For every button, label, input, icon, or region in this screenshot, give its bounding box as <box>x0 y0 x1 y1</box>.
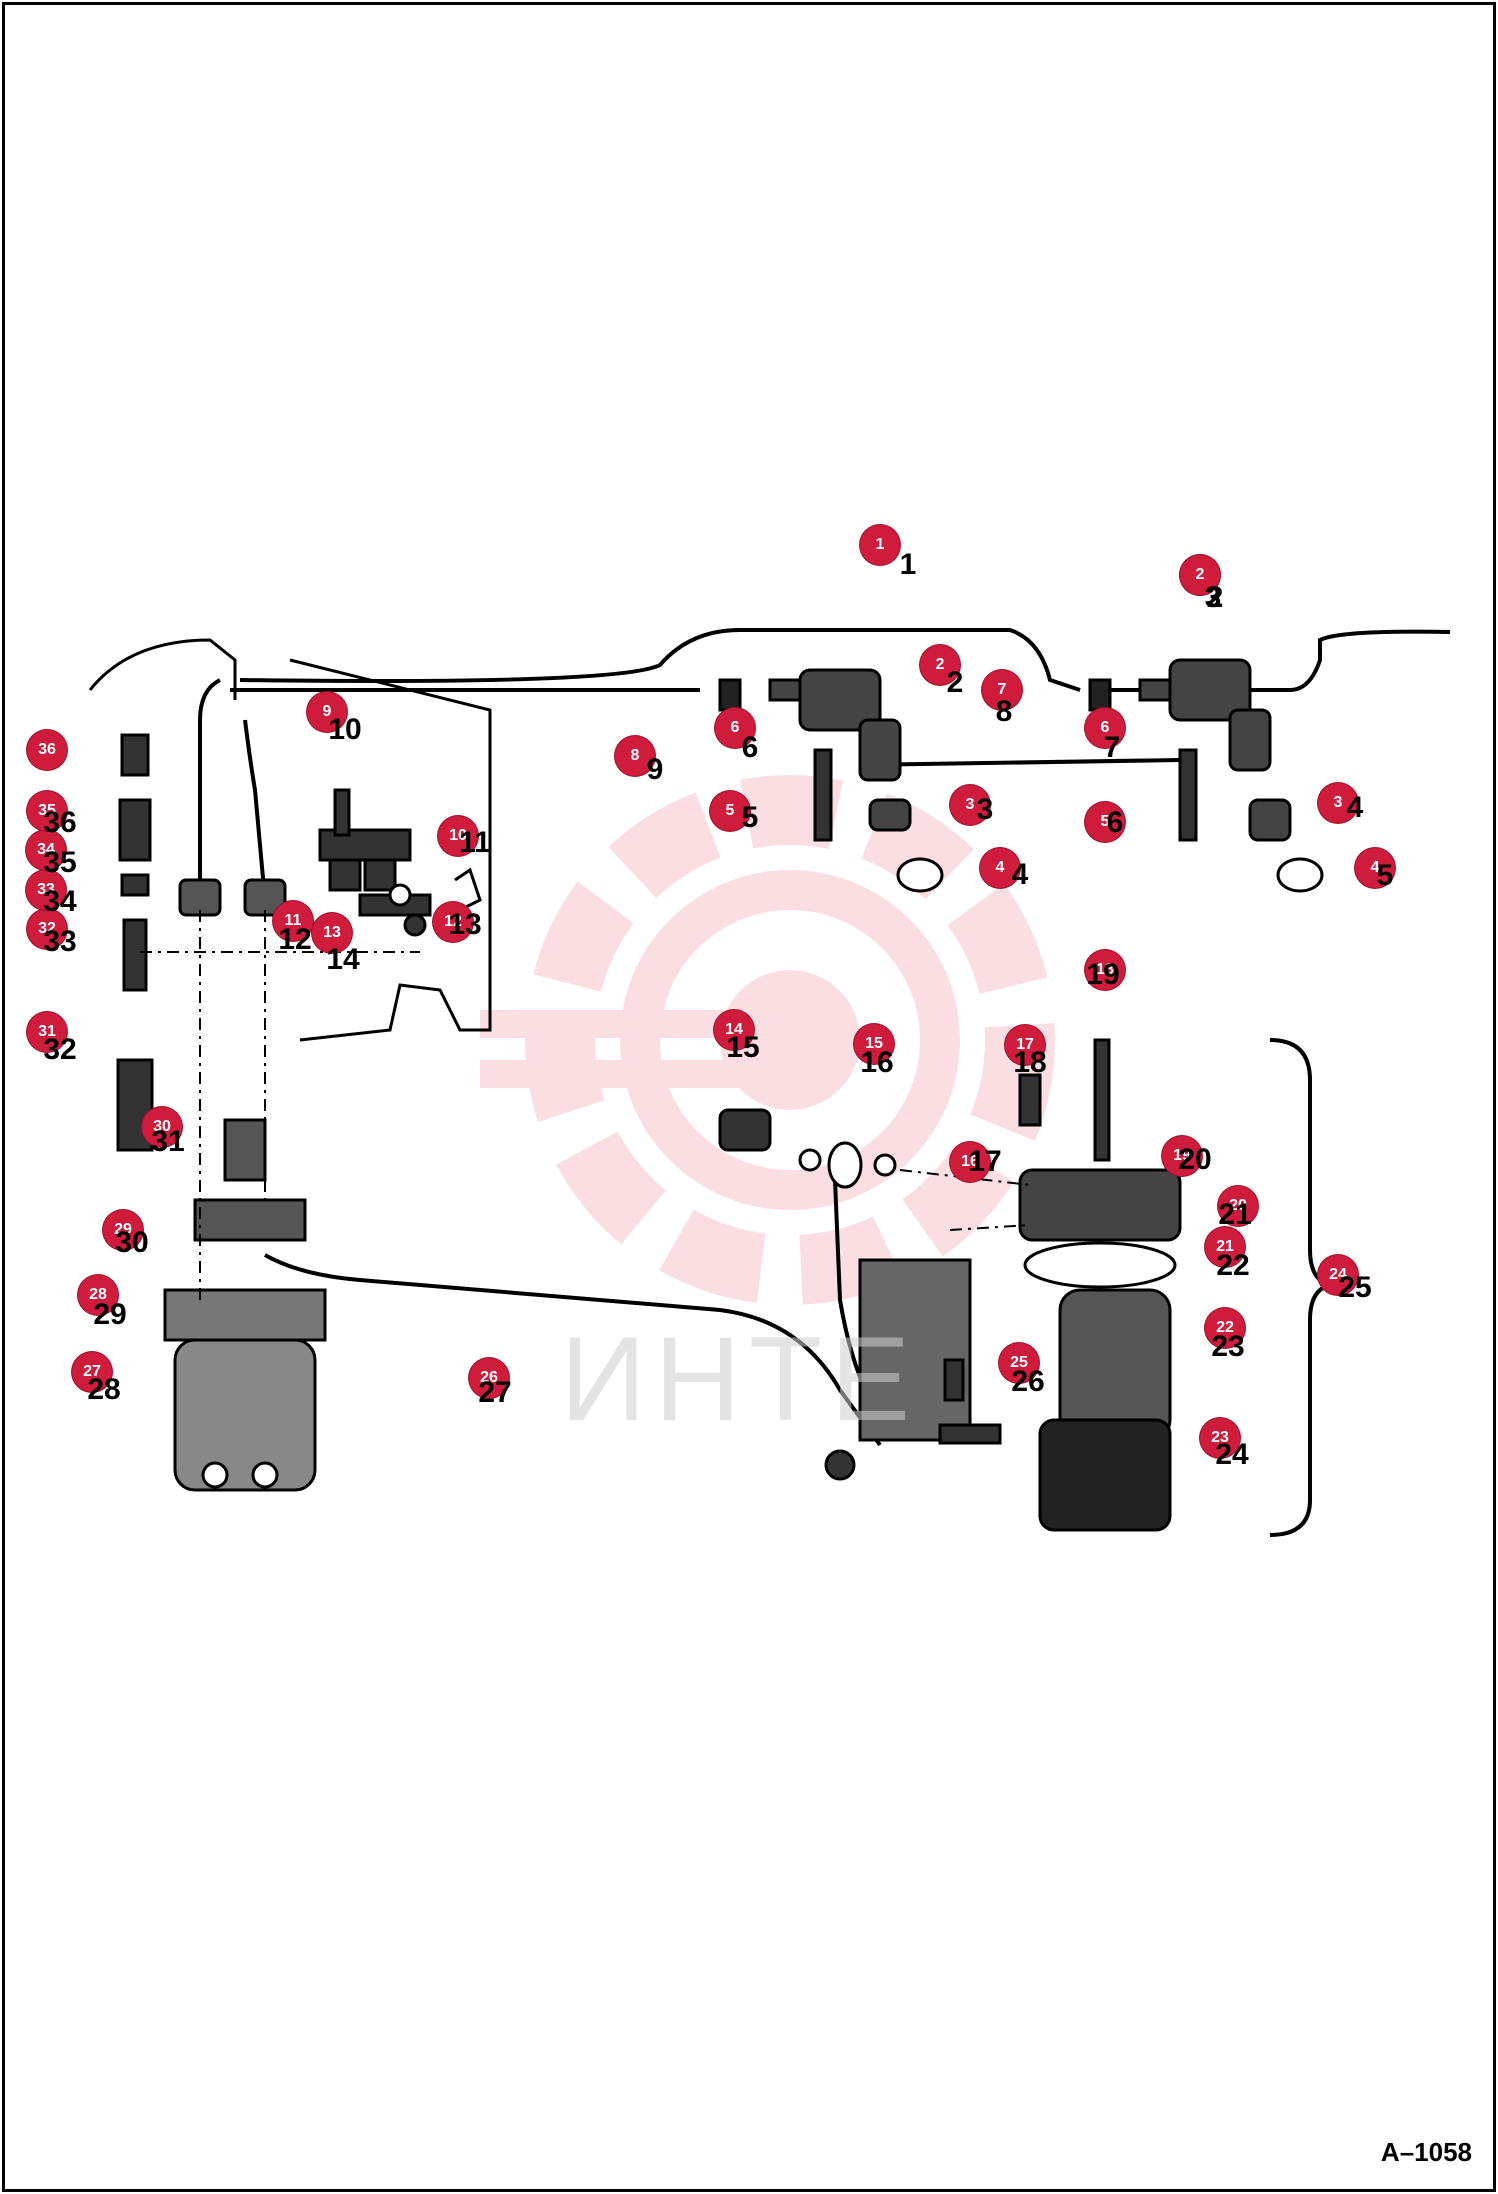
callout-badge-31: 31 <box>27 1012 67 1052</box>
injector-left <box>718 668 944 893</box>
part-number-21: 21 <box>1218 1198 1252 1231</box>
part-number-29: 29 <box>93 1298 127 1331</box>
part-number-16: 16 <box>860 1046 894 1079</box>
banjo-bolts <box>813 748 1198 842</box>
fuel-line <box>193 628 1451 901</box>
callout-badge-8: 8 <box>615 736 655 776</box>
part-number-2: 2 <box>946 666 964 699</box>
part-number-23: 23 <box>1211 1330 1245 1363</box>
part-number-1: 1 <box>899 548 917 581</box>
part-number-17: 17 <box>968 1145 1002 1178</box>
callout-badge-5: 5 <box>1085 802 1125 842</box>
callout-badge-16: 16 <box>950 1142 990 1182</box>
part-number-31: 31 <box>151 1125 185 1158</box>
callout-badge-9: 9 <box>307 692 347 732</box>
callout-badge-20: 20 <box>1218 1186 1258 1226</box>
callout-badge-18: 18 <box>1085 950 1125 990</box>
part-number-3: 3 <box>1204 581 1222 614</box>
part-number-24: 24 <box>1215 1438 1249 1471</box>
callout-badge-3: 3 <box>950 785 990 825</box>
callout-badge-6: 6 <box>715 708 755 748</box>
callout-badge-26: 26 <box>469 1358 509 1398</box>
callout-badge-2: 2 <box>1180 555 1220 595</box>
injection-pump <box>163 1118 327 1492</box>
callout-badge-4: 4 <box>1355 848 1395 888</box>
callout-badge-33: 33 <box>26 870 66 910</box>
callout-badge-30: 30 <box>142 1107 182 1147</box>
callout-badge-21: 21 <box>1205 1227 1245 1267</box>
callout-badge-6: 6 <box>1085 708 1125 748</box>
callout-badge-27: 27 <box>72 1352 112 1392</box>
part-number-9: 9 <box>646 753 664 786</box>
callout-badge-5: 5 <box>710 791 750 831</box>
callout-badge-28: 28 <box>78 1275 118 1315</box>
part-number-19: 19 <box>1086 958 1120 991</box>
part-number-12: 12 <box>278 923 312 956</box>
part-number-4: 4 <box>1346 791 1364 824</box>
callout-badge-13: 13 <box>312 913 352 953</box>
callout-badge-1: 1 <box>860 525 900 565</box>
callout-badge-7: 7 <box>982 670 1022 710</box>
part-number-30: 30 <box>115 1226 149 1259</box>
part-number-18: 18 <box>1013 1046 1047 1079</box>
part-number-35: 35 <box>43 846 77 879</box>
part-number-28: 28 <box>87 1373 121 1406</box>
part-number-6: 6 <box>741 731 759 764</box>
filter-brace <box>1269 1038 1331 1537</box>
part-number-15: 15 <box>726 1031 760 1064</box>
part-number-6: 6 <box>1106 806 1124 839</box>
part-number-22: 22 <box>1216 1249 1250 1282</box>
callout-badge-17: 17 <box>1005 1025 1045 1065</box>
callout-badge-19: 19 <box>1162 1136 1202 1176</box>
engine-block <box>88 638 492 1042</box>
callout-badge-25: 25 <box>999 1343 1039 1383</box>
part-number-5: 5 <box>1376 859 1394 892</box>
callout-badge-36: 36 <box>27 730 67 770</box>
part-number-25: 25 <box>1338 1271 1372 1304</box>
part-number-26: 26 <box>1011 1365 1045 1398</box>
part-number-7: 7 <box>1103 731 1121 764</box>
callout-badge-32: 32 <box>27 909 67 949</box>
injector-right <box>1088 658 1324 893</box>
line-nuts <box>178 878 287 917</box>
part-number-11: 11 <box>459 826 491 859</box>
callout-badge-23: 23 <box>1200 1418 1240 1458</box>
part-number-20: 20 <box>1178 1143 1212 1176</box>
clamp-hardware <box>318 788 432 937</box>
figure-code: A–1058 <box>1380 2137 1472 2167</box>
callout-badge-2: 2 <box>920 645 960 685</box>
part-number-5: 5 <box>741 801 759 834</box>
callout-badge-11: 11 <box>273 901 313 941</box>
callout-badge-22: 22 <box>1205 1308 1245 1348</box>
filter-assembly <box>718 1038 1182 1532</box>
callout-badge-29: 29 <box>103 1210 143 1250</box>
callout-badge-3: 3 <box>1318 783 1358 823</box>
callout-badge-10: 10 <box>438 816 478 856</box>
part-number-32: 32 <box>43 1033 77 1066</box>
injector-stack <box>116 733 154 1152</box>
callout-badge-34: 34 <box>26 830 66 870</box>
callout-badge-35: 35 <box>27 791 67 831</box>
part-number-2: 2 <box>1206 581 1224 614</box>
watermark-text: ИНТЕ <box>560 1312 919 1446</box>
callout-badge-14: 14 <box>714 1010 754 1050</box>
part-number-14: 14 <box>326 943 360 976</box>
part-number-33: 33 <box>43 925 77 958</box>
part-number-4: 4 <box>1011 858 1029 891</box>
part-number-10: 10 <box>328 713 362 746</box>
callout-badge-12: 12 <box>433 902 473 942</box>
part-number-13: 13 <box>448 908 482 941</box>
callout-badge-24: 24 <box>1318 1255 1358 1295</box>
callout-badge-4: 4 <box>980 848 1020 888</box>
part-number-3: 3 <box>976 793 994 826</box>
part-number-27: 27 <box>478 1376 512 1409</box>
part-number-34: 34 <box>43 885 77 918</box>
callout-badge-15: 15 <box>854 1024 894 1064</box>
part-number-8: 8 <box>995 695 1013 728</box>
part-number-36: 36 <box>43 806 77 839</box>
